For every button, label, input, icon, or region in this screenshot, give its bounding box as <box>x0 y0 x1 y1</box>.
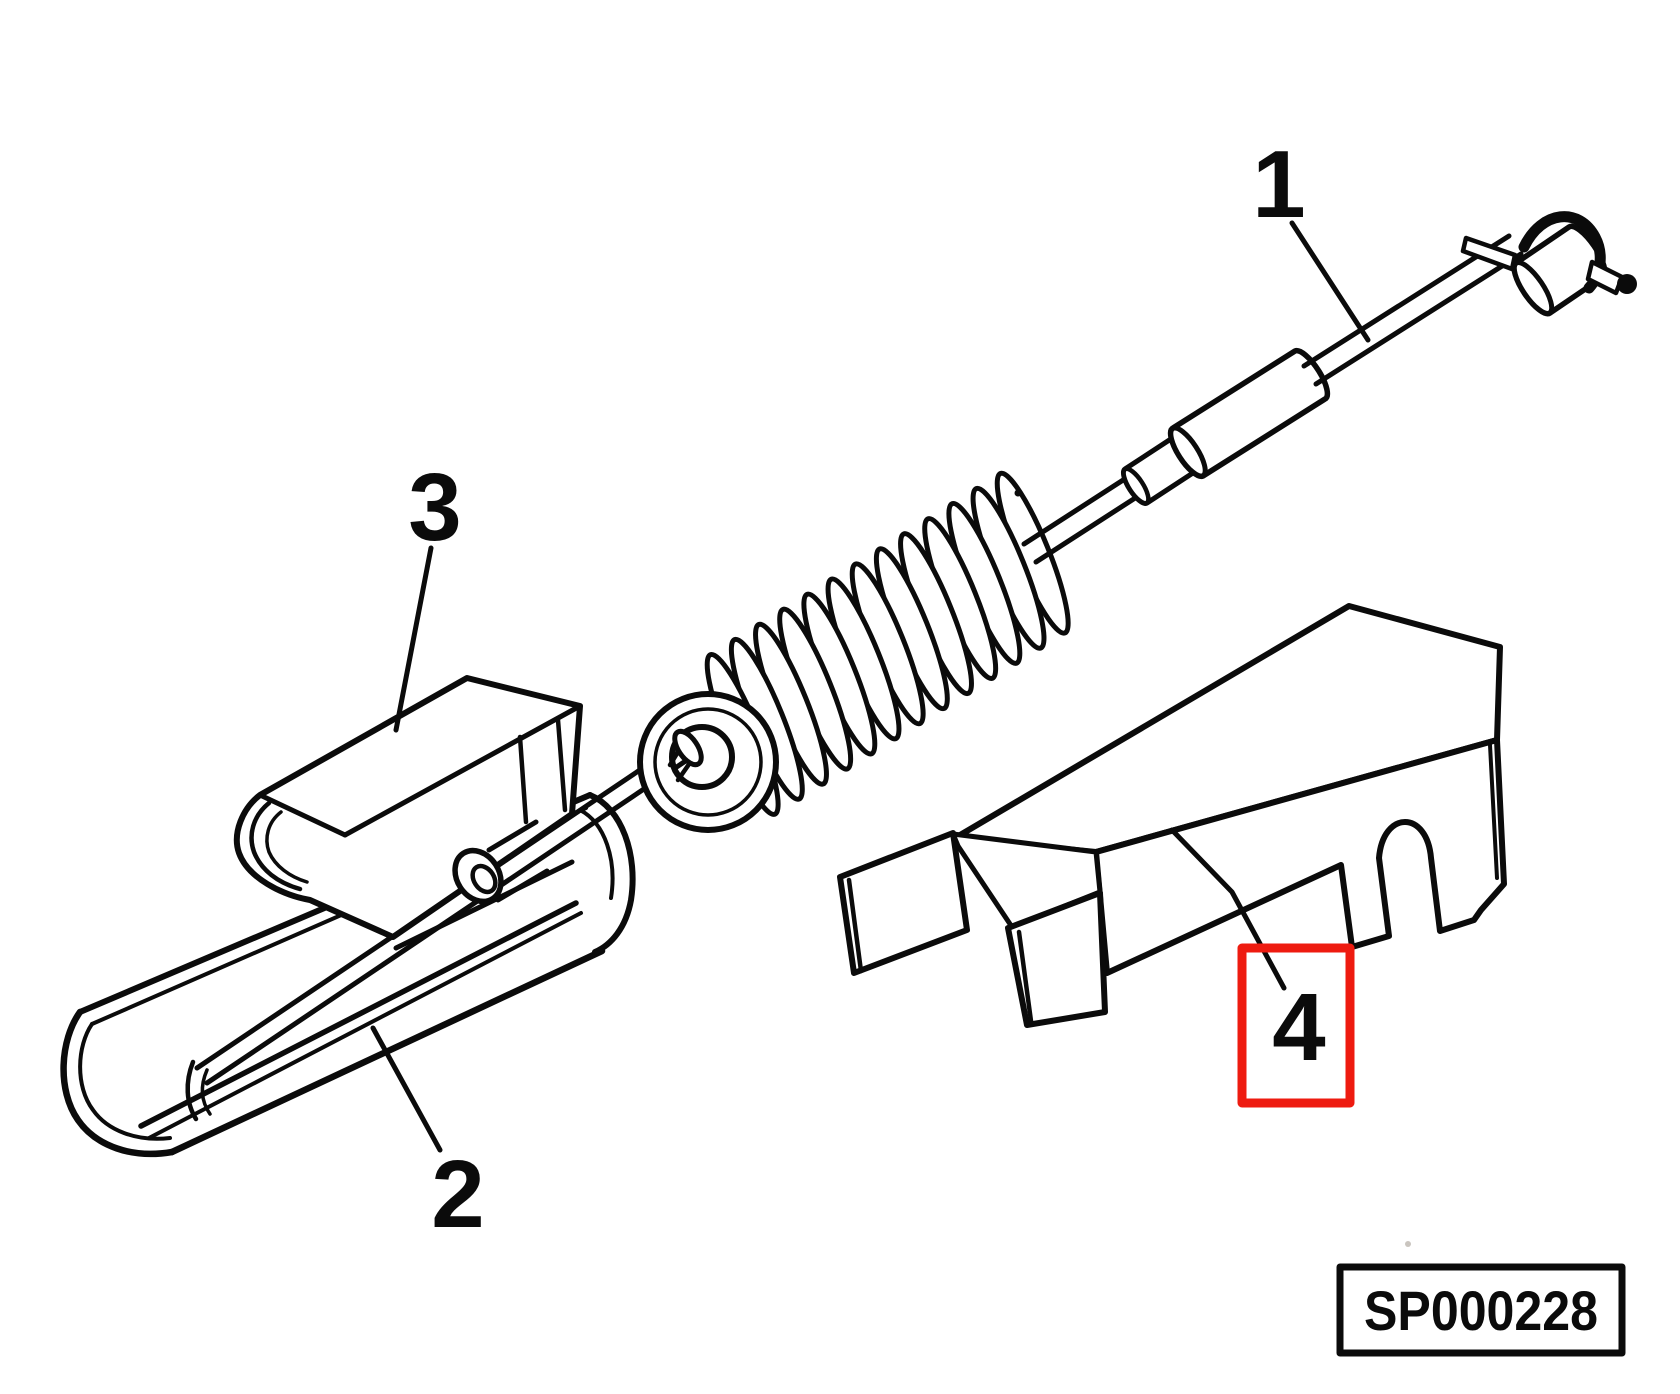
code-box: SP000228 <box>1336 1263 1626 1357</box>
callout-2: 2 <box>370 1025 485 1248</box>
leader-line-1 <box>1289 220 1371 343</box>
spring <box>637 470 1071 833</box>
callout-label-3: 3 <box>408 454 461 561</box>
part-cover <box>837 603 1507 1028</box>
print-speck-faint <box>1405 1241 1411 1247</box>
code-label: SP000228 <box>1364 1279 1598 1342</box>
callout-label-2: 2 <box>431 1141 484 1248</box>
print-speck <box>1014 489 1022 497</box>
part-bracket <box>233 675 583 951</box>
callout-3: 3 <box>393 454 462 733</box>
spring-end-ring <box>637 691 779 833</box>
callout-label-4: 4 <box>1272 974 1325 1081</box>
part-rod <box>1021 211 1637 565</box>
callout-1: 1 <box>1252 131 1371 343</box>
highlight-box <box>1237 943 1355 1108</box>
callout-label-1: 1 <box>1252 131 1305 238</box>
callout-4: 4 <box>1169 827 1355 1108</box>
leader-line-4 <box>1169 827 1287 991</box>
bracket-boss-hole <box>470 863 498 895</box>
leader-line-3 <box>393 545 434 733</box>
rod-end-clip <box>1460 211 1637 317</box>
leader-line-2 <box>370 1025 443 1153</box>
